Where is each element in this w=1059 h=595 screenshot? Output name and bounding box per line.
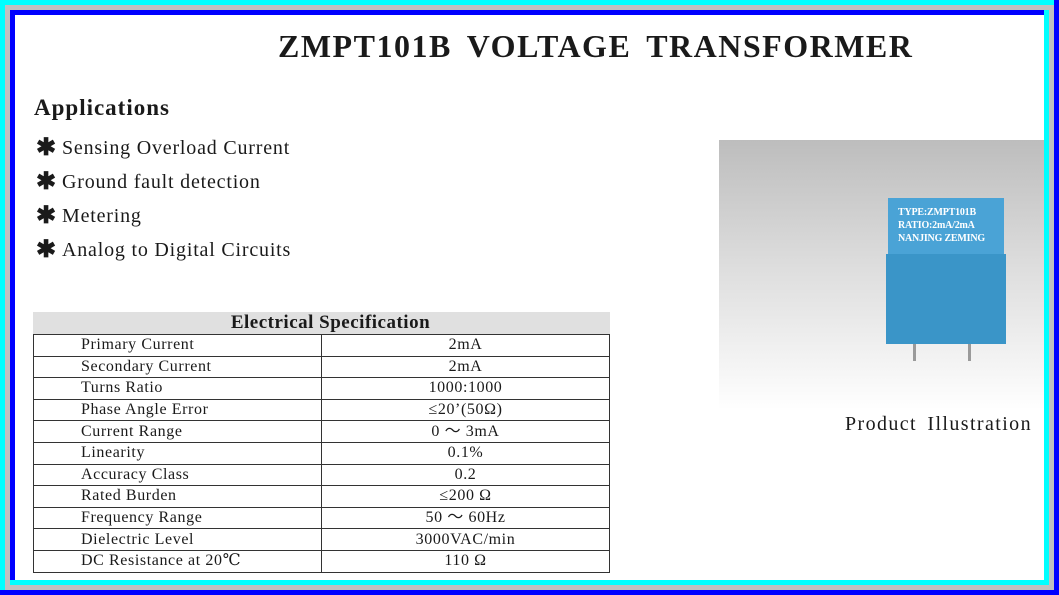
- frame-border: [0, 0, 1059, 5]
- label-line: TYPE:ZMPT101B: [898, 207, 976, 218]
- asterisk-icon: ✱: [36, 203, 57, 229]
- list-item-label: Ground fault detection: [62, 170, 261, 193]
- spec-label: Rated Burden: [33, 485, 322, 508]
- applications-list: ✱Sensing Overload Current ✱Ground fault …: [36, 131, 291, 267]
- spec-label: Frequency Range: [33, 506, 322, 530]
- list-item-label: Analog to Digital Circuits: [62, 238, 292, 261]
- asterisk-icon: ✱: [36, 169, 57, 195]
- list-item-label: Metering: [62, 204, 142, 227]
- spec-value: 3000VAC/min: [321, 528, 610, 551]
- frame-border: [0, 0, 5, 595]
- spec-value: 2mA: [321, 334, 610, 357]
- spec-value: ≤20’(50Ω): [321, 398, 610, 422]
- spec-label: Secondary Current: [33, 355, 322, 379]
- frame-border: [5, 5, 1054, 10]
- spec-value: 1000:1000: [321, 377, 610, 400]
- applications-heading: Applications: [34, 95, 170, 120]
- frame-border: [10, 580, 1049, 585]
- transformer-pin: [913, 344, 916, 361]
- spec-value: 0.2: [321, 463, 610, 487]
- table-row: Rated Burden≤200 Ω: [33, 485, 610, 508]
- spec-label: Turns Ratio: [33, 377, 322, 400]
- label-line: RATIO:2mA/2mA: [898, 220, 975, 231]
- frame-border: [1054, 0, 1059, 595]
- spec-label: Accuracy Class: [33, 463, 322, 487]
- transformer-label: TYPE:ZMPT101B RATIO:2mA/2mA NANJING ZEMI…: [898, 206, 985, 245]
- frame-border: [1044, 10, 1049, 585]
- frame-border: [1049, 5, 1054, 590]
- page-title: ZMPT101B VOLTAGE TRANSFORMER: [278, 28, 914, 64]
- spec-value: 0.1%: [321, 441, 610, 465]
- frame-border: [0, 590, 1059, 595]
- list-item: ✱Sensing Overload Current: [36, 131, 291, 165]
- spec-value: 0 ～ 3mA: [321, 420, 610, 443]
- transformer-front-face: [886, 254, 1006, 344]
- spec-value: 110 Ω: [321, 549, 610, 573]
- table-row: Phase Angle Error≤20’(50Ω): [33, 398, 610, 422]
- frame-border: [5, 5, 10, 590]
- frame-border: [10, 10, 15, 585]
- asterisk-icon: ✱: [36, 135, 57, 161]
- frame-border: [5, 585, 1054, 590]
- spec-table-header: Electrical Specification: [33, 312, 610, 334]
- spec-label: Primary Current: [33, 334, 322, 357]
- product-caption: Product Illustration: [845, 413, 1032, 435]
- spec-label: Phase Angle Error: [33, 398, 322, 422]
- transformer-top-face: TYPE:ZMPT101B RATIO:2mA/2mA NANJING ZEMI…: [888, 198, 1004, 254]
- list-item-label: Sensing Overload Current: [62, 136, 291, 159]
- spec-label: DC Resistance at 20℃: [33, 549, 322, 573]
- electrical-spec-table: Electrical Specification Primary Current…: [33, 312, 610, 573]
- spec-label: Linearity: [33, 441, 322, 465]
- list-item: ✱Ground fault detection: [36, 165, 291, 199]
- asterisk-icon: ✱: [36, 237, 57, 263]
- frame-border: [10, 10, 1049, 15]
- list-item: ✱Analog to Digital Circuits: [36, 233, 291, 267]
- spec-value: 50 ～ 60Hz: [321, 506, 610, 530]
- spec-value: ≤200 Ω: [321, 485, 610, 508]
- spec-label: Current Range: [33, 420, 322, 443]
- spec-label: Dielectric Level: [33, 528, 322, 551]
- transformer-pin: [968, 344, 971, 361]
- list-item: ✱Metering: [36, 199, 291, 233]
- label-line: NANJING ZEMING: [898, 233, 985, 244]
- transformer-illustration: TYPE:ZMPT101B RATIO:2mA/2mA NANJING ZEMI…: [886, 198, 1006, 344]
- spec-value: 2mA: [321, 355, 610, 379]
